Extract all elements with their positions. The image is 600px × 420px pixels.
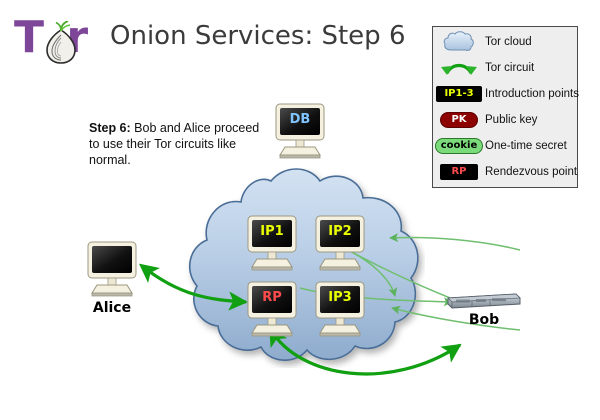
node-ip2[interactable]: IP2: [312, 214, 368, 272]
legend-item-tor-circuit: Tor circuit: [433, 55, 579, 81]
tor-logo: Tor: [14, 16, 110, 66]
tor-logo-letter-t: T: [14, 12, 38, 63]
step-body: Bob and Alice proceed to use their Tor c…: [89, 121, 260, 167]
node-alice[interactable]: [84, 240, 140, 298]
cloud-icon: [433, 31, 485, 53]
legend-label: Introduction points: [485, 88, 579, 100]
legend-label: Tor circuit: [485, 62, 535, 74]
legend-label: Public key: [485, 114, 538, 126]
node-label-bob: Bob: [468, 312, 500, 328]
legend-label: Rendezvous point: [485, 166, 578, 178]
legend-item-rendezvous-point: RP Rendezvous point: [433, 159, 579, 185]
node-rp[interactable]: RP: [244, 280, 300, 338]
chip-label: RP: [440, 164, 478, 180]
legend-item-introduction-points: IP1-3 Introduction points: [433, 81, 579, 107]
chip-label: cookie: [434, 138, 484, 154]
legend-label: Tor cloud: [485, 36, 532, 48]
node-label-alice: Alice: [92, 300, 132, 316]
chip-icon: RP: [433, 164, 485, 180]
arrow-icon: [433, 59, 485, 77]
step-description: Step 6: Bob and Alice proceed to use the…: [89, 120, 269, 168]
legend-label: One-time secret: [485, 140, 567, 152]
legend-item-one-time-secret: cookie One-time secret: [433, 133, 579, 159]
chip-icon: cookie: [433, 138, 485, 154]
onion-icon: [43, 20, 79, 65]
chip-icon: IP1-3: [433, 86, 485, 102]
node-bob[interactable]: [446, 292, 522, 310]
chip-label: PK: [440, 112, 478, 128]
node-ip1[interactable]: IP1: [244, 214, 300, 272]
legend-box: Tor cloud Tor circuit IP1-3 Introduction…: [432, 26, 579, 188]
chip-label: IP1-3: [436, 86, 482, 102]
chip-icon: PK: [433, 112, 485, 128]
node-db[interactable]: DB: [272, 102, 328, 160]
node-ip3[interactable]: IP3: [312, 280, 368, 338]
legend-item-public-key: PK Public key: [433, 107, 579, 133]
page-title: Onion Services: Step 6: [110, 21, 406, 51]
tor-cloud: [185, 168, 425, 368]
legend-item-tor-cloud: Tor cloud: [433, 29, 579, 55]
step-label: Step 6:: [89, 121, 131, 135]
